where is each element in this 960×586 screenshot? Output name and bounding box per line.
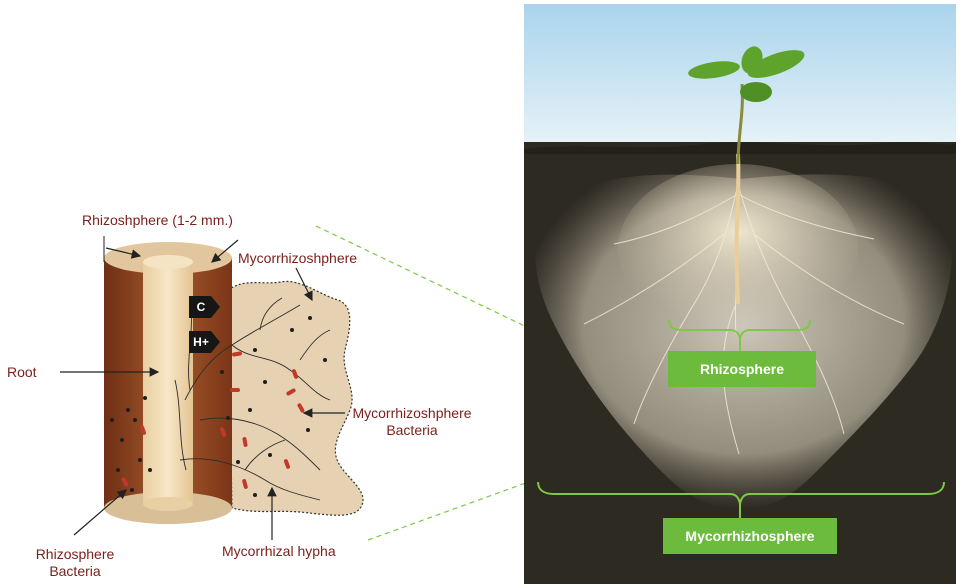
hypha-label: Mycorrhizal hypha bbox=[222, 543, 336, 559]
seedling-soil-photo bbox=[524, 4, 956, 584]
mycorrhizosphere-box: Mycorrhizhosphere bbox=[663, 518, 837, 554]
myco-bacteria-line2: Bacteria bbox=[386, 422, 438, 438]
rhizosphere-width-arrow bbox=[105, 247, 142, 259]
taproot bbox=[734, 153, 741, 305]
carbon-arrow-tag bbox=[189, 296, 220, 318]
mycorrhizosphere-label: Mycorrhizoshphere bbox=[238, 250, 358, 266]
rhizo-bacteria-label: Rhizosphere Bacteria bbox=[20, 546, 130, 580]
rhizo-bacteria-line1: Rhizosphere bbox=[35, 546, 115, 562]
proton-arrow-tag bbox=[189, 331, 220, 353]
mycorrhizosphere-pointer bbox=[295, 267, 313, 302]
rhizo-bacteria-line2: Bacteria bbox=[49, 563, 101, 579]
bacteria bbox=[121, 351, 305, 489]
root-strands bbox=[583, 183, 905, 455]
mycorrhizosphere-zone bbox=[227, 280, 364, 516]
proton-label: H+ bbox=[193, 335, 209, 349]
rhizo-bacteria-arrow bbox=[73, 489, 127, 536]
root-label: Root bbox=[7, 364, 37, 380]
myco-bacteria-label: Mycorrhizoshphere Bacteria bbox=[345, 405, 479, 439]
mycorrhizosphere-top-arrow bbox=[211, 239, 239, 263]
rhizosphere-box: Rhizosphere bbox=[668, 351, 816, 387]
seedling-leaves bbox=[688, 46, 805, 102]
carbon-label: C bbox=[196, 300, 206, 314]
myco-bacteria-line1: Mycorrhizoshphere bbox=[352, 405, 472, 421]
rhizosphere-width-label: Rhizoshphere (1-2 mm.) bbox=[82, 212, 233, 228]
root-cross-section-diagram bbox=[60, 236, 364, 540]
